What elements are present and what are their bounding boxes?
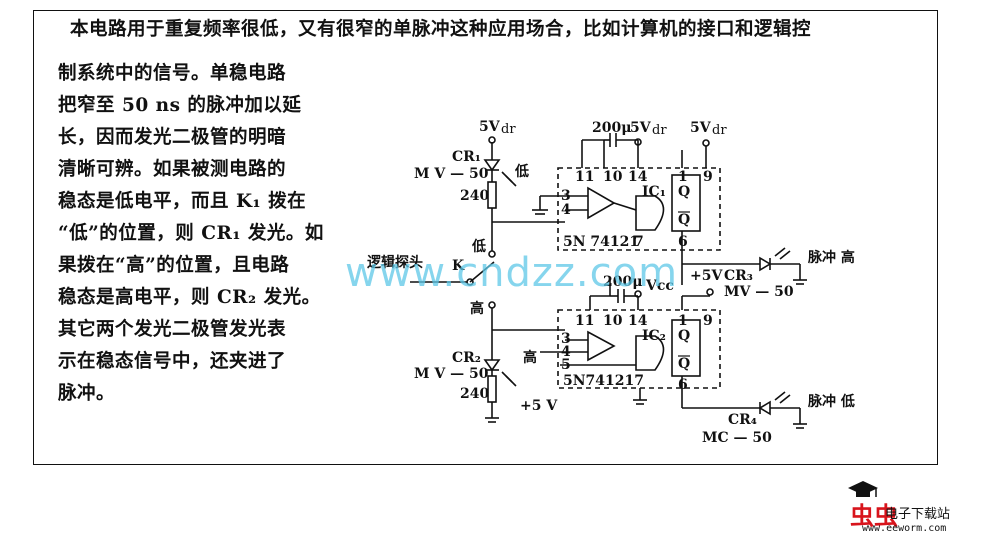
chip1-label: 5N 74121 (563, 234, 639, 250)
figure-frame (33, 10, 938, 465)
ic1-pin-6: 6 (678, 234, 688, 250)
ic1-pin-1: 1 (678, 169, 688, 185)
mv50-2-label: M V — 50 (414, 366, 489, 382)
ic2-pin-4: 4 (561, 344, 571, 360)
v5dr-right-label: 5V (690, 120, 712, 136)
high-mid-label: 高 (523, 349, 537, 366)
ic1-pin-7: 7 (634, 234, 644, 250)
pulse-low-label: 脉冲 低 (807, 393, 855, 410)
text-line-2: 制系统中的信号。单稳电路 (58, 63, 287, 84)
text-line-11: 示在稳态信号中，还夹进了 (58, 351, 287, 372)
ic2-pin-10: 10 (603, 313, 623, 329)
ic2-pin-11: 11 (575, 313, 594, 329)
chip2-label: 5N741217 (563, 373, 644, 389)
plus5v-bottom-label: +5 V (520, 398, 558, 414)
text-line-10: 其它两个发光二极管发光表 (58, 319, 287, 340)
ic2-pin-14: 14 (628, 313, 648, 329)
v5dr-mid-label: 5V (630, 120, 652, 136)
logo-text: 电子下载站 (885, 507, 951, 522)
logo-mark: 虫虫 (850, 502, 898, 530)
text-line-9: 稳态是高电平，则 CR₂ 发光。 (58, 287, 321, 308)
high-switch-label: 高 (470, 300, 484, 317)
watermark: www.cndzz.com (345, 250, 679, 296)
text-line-8: 果拨在“高”的位置，且电路 (58, 255, 290, 276)
vdr-sub-3: dr (712, 123, 727, 138)
probe-label: 逻辑探头 (367, 254, 423, 271)
plus5v-cr3-label: +5V (690, 268, 723, 284)
pulse-high-label: 脉冲 高 (807, 249, 855, 266)
text-line-3: 把窄至 50 ns 的脉冲加以延 (58, 95, 302, 116)
cap-top-label: 200μ (592, 120, 631, 136)
ic1-pin-3: 3 (561, 188, 571, 204)
mv50-1-label: M V — 50 (414, 166, 489, 182)
ic2-pin-1: 1 (678, 313, 688, 329)
k-label: K (452, 258, 465, 274)
mortarboard-icon (848, 481, 878, 497)
text-line-4: 长，因而发光二极管的明暗 (58, 127, 287, 148)
ic2-pin-9: 9 (703, 313, 713, 329)
text-line-5: 清晰可辨。如果被测电路的 (58, 159, 287, 180)
ic2-q: Q (678, 328, 690, 344)
vdr-sub-1: dr (501, 122, 516, 137)
cr4-label: CR₄ (728, 412, 757, 428)
ic1-q: Q (678, 184, 690, 200)
ic2-pin-6: 6 (678, 377, 688, 393)
ic2-qbar: Q (678, 356, 690, 372)
ic1-qbar: Q (678, 212, 690, 228)
cap-bottom-label: 200μ (603, 274, 642, 290)
ic1-pin-11: 11 (575, 169, 594, 185)
logo-url: www.eeworm.com (862, 523, 947, 534)
r240-2-label: 240 (460, 386, 489, 402)
cr1-label: CR₁ (452, 149, 481, 165)
low-top-label: 低 (514, 163, 529, 180)
ic2-pin-5: 5 (561, 357, 571, 373)
mv50-3-label: MV — 50 (724, 284, 794, 300)
cr2-label: CR₂ (452, 350, 481, 366)
r240-1-label: 240 (460, 188, 489, 204)
cr3-label: CR₃ (724, 268, 753, 284)
ic1-pin-4: 4 (561, 202, 571, 218)
low-switch-label: 低 (471, 238, 486, 255)
mc50-label: MC — 50 (702, 430, 772, 446)
text-line-7: “低”的位置，则 CR₁ 发光。如 (58, 223, 324, 244)
text-line-6: 稳态是低电平，而且 K₁ 拨在 (58, 191, 307, 212)
ic1-pin-14: 14 (628, 169, 648, 185)
ic2-label: IC₂ (642, 328, 666, 344)
vcc-label: Vcc (645, 278, 674, 294)
vdr-sub-2: dr (652, 123, 667, 138)
text-line-12: 脉冲。 (58, 383, 116, 404)
ic2-pin-3: 3 (561, 331, 571, 347)
ic1-pin-10: 10 (603, 169, 623, 185)
ic1-pin-9: 9 (703, 169, 713, 185)
text-line-1: 本电路用于重复频率很低，又有很窄的单脉冲这种应用场合，比如计算机的接口和逻辑控 (70, 19, 812, 40)
vdr-top-left: 5V (479, 119, 501, 135)
ic1-label: IC₁ (642, 184, 666, 200)
